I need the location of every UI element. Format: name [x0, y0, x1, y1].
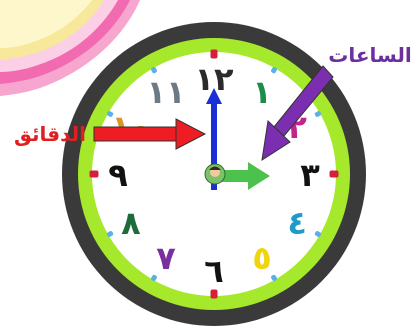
center-face-icon — [205, 164, 225, 184]
minutes-label: الدقائق — [14, 122, 86, 146]
clock-tick — [211, 290, 218, 299]
clock-tick — [90, 171, 99, 178]
clock-tick — [330, 171, 339, 178]
clock-numeral: ٦ — [204, 252, 224, 290]
clock-tick — [211, 50, 218, 59]
clock-numeral: ٤ — [287, 204, 307, 242]
clock-numeral: ٥ — [252, 239, 272, 277]
clock-numeral: ٩ — [108, 156, 128, 194]
clock-numeral: ١١ — [146, 73, 185, 111]
clock-numeral: ١ — [252, 73, 272, 111]
hours-label: الساعات — [328, 43, 412, 67]
clock-numeral: ٧ — [156, 239, 176, 277]
clock-numeral: ٣ — [300, 156, 320, 194]
clock-numeral: ٨ — [121, 204, 141, 242]
